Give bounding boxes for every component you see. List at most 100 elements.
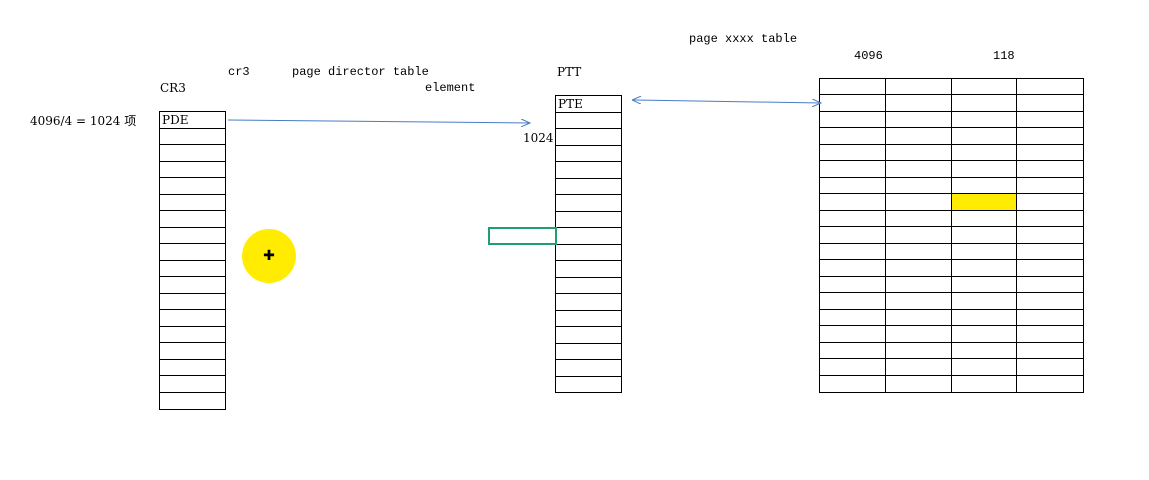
- page-cell[interactable]: [885, 210, 952, 228]
- page-cell[interactable]: [820, 260, 886, 277]
- pdt-row[interactable]: [160, 343, 225, 360]
- pdt-row[interactable]: [160, 376, 225, 393]
- page-cell[interactable]: [1017, 260, 1083, 277]
- page-cell[interactable]: [951, 210, 1018, 228]
- pdt-row[interactable]: [160, 129, 225, 145]
- page-cell[interactable]: [820, 359, 886, 376]
- page-cell[interactable]: [951, 227, 1018, 244]
- page-cell[interactable]: [885, 260, 952, 277]
- page-cell[interactable]: [1017, 359, 1083, 376]
- page-cell[interactable]: [885, 359, 952, 376]
- pdt-row[interactable]: PDE: [160, 112, 225, 129]
- page-cell[interactable]: [951, 342, 1018, 360]
- page-cell[interactable]: [820, 111, 886, 129]
- page-cell[interactable]: [951, 144, 1018, 162]
- page-cell[interactable]: [820, 194, 886, 211]
- ptt-row[interactable]: [556, 162, 621, 179]
- pdt-row[interactable]: [160, 360, 225, 376]
- page-cell[interactable]: [1017, 310, 1083, 327]
- page-cell[interactable]: [885, 95, 952, 112]
- page-cell[interactable]: [951, 111, 1018, 129]
- page-cell[interactable]: [951, 260, 1018, 277]
- page-cell[interactable]: [820, 227, 886, 244]
- ptt-row[interactable]: [556, 294, 621, 311]
- pdt-row[interactable]: [160, 294, 225, 310]
- page-cell[interactable]: [951, 359, 1018, 376]
- highlighted-page-cell[interactable]: [951, 194, 1018, 211]
- page-cell[interactable]: [1017, 145, 1083, 162]
- page-cell[interactable]: [1017, 194, 1083, 211]
- page-cell[interactable]: [1017, 112, 1083, 129]
- selection-box[interactable]: [488, 227, 557, 245]
- page-cell[interactable]: [820, 375, 886, 392]
- ptt-row[interactable]: [556, 195, 621, 212]
- ptt-row[interactable]: [556, 311, 621, 327]
- page-cell[interactable]: [951, 161, 1018, 178]
- page-cell[interactable]: [820, 177, 886, 195]
- page-cell[interactable]: [886, 375, 952, 392]
- ptt-row[interactable]: [556, 212, 621, 228]
- page-cell[interactable]: [820, 161, 886, 178]
- page-cell[interactable]: [885, 79, 952, 96]
- ptt-row[interactable]: [556, 327, 621, 344]
- page-cell[interactable]: [820, 309, 886, 327]
- pdt-row[interactable]: [160, 244, 225, 261]
- pdt-row[interactable]: [160, 145, 225, 162]
- page-cell[interactable]: [951, 293, 1018, 310]
- page-cell[interactable]: [820, 326, 886, 343]
- page-cell[interactable]: [820, 243, 886, 261]
- ptt-row[interactable]: [556, 245, 621, 261]
- page-cell[interactable]: [885, 227, 952, 244]
- page-cell[interactable]: [885, 326, 952, 343]
- page-cell[interactable]: [820, 128, 886, 145]
- ptt-row[interactable]: [556, 228, 621, 245]
- page-cell[interactable]: [885, 276, 952, 294]
- page-cell[interactable]: [951, 128, 1018, 145]
- page-cell[interactable]: [951, 309, 1018, 327]
- page-cell[interactable]: [885, 111, 952, 129]
- page-cell[interactable]: [1017, 343, 1083, 360]
- pdt-row[interactable]: [160, 178, 225, 195]
- page-cell[interactable]: [820, 342, 886, 360]
- page-cell[interactable]: [951, 177, 1018, 195]
- pdt-row[interactable]: [160, 228, 225, 244]
- page-cell[interactable]: [951, 326, 1018, 343]
- page-cell[interactable]: [885, 293, 952, 310]
- page-cell[interactable]: [820, 276, 886, 294]
- page-cell[interactable]: [1017, 128, 1083, 145]
- ptt-row[interactable]: [556, 344, 621, 360]
- page-cell[interactable]: [951, 95, 1018, 112]
- ptt-row[interactable]: [556, 179, 621, 195]
- page-cell[interactable]: [1017, 326, 1083, 343]
- page-cell[interactable]: [885, 161, 952, 178]
- page-cell[interactable]: [1017, 277, 1083, 294]
- ptt-row[interactable]: [556, 360, 621, 377]
- pdt-row[interactable]: [160, 277, 225, 294]
- page-cell[interactable]: [1017, 293, 1083, 310]
- page-cell[interactable]: [820, 293, 886, 310]
- ptt-row[interactable]: PTE: [556, 96, 621, 113]
- pdt-row[interactable]: [160, 195, 225, 211]
- ptt-row[interactable]: [556, 113, 621, 129]
- ptt-row[interactable]: [556, 278, 621, 294]
- page-cell[interactable]: [1017, 227, 1083, 244]
- page-cell[interactable]: [885, 144, 952, 162]
- pdt-row[interactable]: [160, 211, 225, 228]
- page-cell[interactable]: [1017, 244, 1083, 261]
- page-cell[interactable]: [885, 128, 952, 145]
- ptt-row[interactable]: [556, 261, 621, 278]
- page-cell[interactable]: [1017, 178, 1083, 195]
- page-cell[interactable]: [1017, 95, 1083, 112]
- page-cell[interactable]: [1017, 79, 1083, 96]
- pdt-row[interactable]: [160, 162, 225, 178]
- page-cell[interactable]: [885, 309, 952, 327]
- page-cell[interactable]: [952, 375, 1018, 392]
- pdt-row[interactable]: [160, 310, 225, 327]
- page-cell[interactable]: [885, 243, 952, 261]
- page-cell[interactable]: [951, 276, 1018, 294]
- pdt-row[interactable]: [160, 261, 225, 277]
- ptt-row[interactable]: [556, 146, 621, 162]
- page-cell[interactable]: [820, 144, 886, 162]
- page-cell[interactable]: [951, 243, 1018, 261]
- page-cell[interactable]: [1017, 211, 1083, 228]
